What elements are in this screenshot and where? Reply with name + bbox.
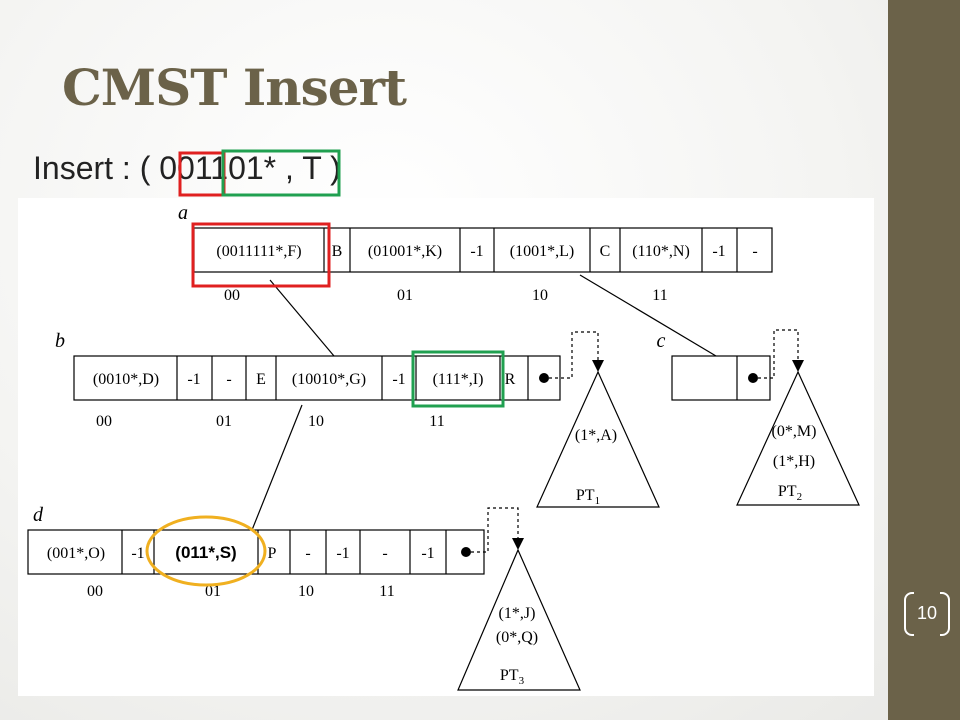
a-cell-8: - — [752, 243, 757, 260]
edge-a-c — [579, 274, 717, 357]
pt3-name: PT — [500, 667, 519, 684]
pt1-name: PT — [576, 487, 595, 504]
pt1-arrowhead — [592, 360, 604, 372]
c-pointer-dot — [748, 373, 758, 383]
node-b-green-box — [411, 350, 505, 408]
d-cell-0: (001*,O) — [47, 545, 105, 562]
patricia-trees — [457, 370, 860, 691]
node-label-c: c — [657, 330, 666, 352]
node-a-text: a (0011111*,F) B (01001*,K) -1 (1001*,L)… — [178, 202, 758, 304]
b-cell-7: R — [505, 371, 516, 388]
d-cell-4: - — [305, 545, 310, 562]
tree-text: (1*,A) PT1 (0*,M) (1*,H) PT2 (1*,J) (0*,… — [496, 423, 817, 687]
pt3-triangle — [457, 548, 581, 691]
d-cell-6: - — [382, 545, 387, 562]
node-a-red-box — [191, 222, 331, 288]
b-index-11: 11 — [429, 413, 444, 430]
arrowheads — [512, 360, 804, 550]
node-label-b: b — [55, 330, 65, 352]
b-index-10: 10 — [308, 413, 324, 430]
node-label-a: a — [178, 202, 188, 224]
d-cell-7: -1 — [421, 545, 434, 562]
b-cell-6: (111*,I) — [433, 371, 484, 388]
a-cell-4: (1001*,L) — [510, 243, 574, 260]
subtitle-red-box — [178, 151, 226, 197]
d-cell-1: -1 — [131, 545, 144, 562]
d-cell-3: P — [268, 545, 277, 562]
a-index-11: 11 — [652, 287, 667, 304]
pt2-entry-0: (0*,M) — [772, 423, 817, 440]
d-cell-5: -1 — [336, 545, 349, 562]
b-cell-4: (10010*,G) — [292, 371, 366, 388]
pt1-triangle — [536, 370, 660, 508]
pt1-subscript: 1 — [595, 495, 601, 507]
a-index-01: 01 — [397, 287, 413, 304]
subtitle-green-box — [221, 149, 341, 197]
node-d-highlight-ellipse — [145, 515, 267, 587]
pt2-triangle — [736, 370, 860, 506]
left-bracket — [904, 592, 914, 636]
node-b — [73, 355, 561, 401]
pt3-label: PT3 — [500, 667, 525, 687]
d-index-00: 00 — [87, 583, 103, 600]
b-cell-0: (0010*,D) — [93, 371, 159, 388]
b-to-pt1-pointer — [549, 331, 599, 379]
a-index-10: 10 — [532, 287, 548, 304]
a-cell-0: (0011111*,F) — [216, 243, 301, 260]
d-index-10: 10 — [298, 583, 314, 600]
node-b-text: b (0010*,D) -1 - E (10010*,G) -1 (111*,I… — [55, 330, 516, 430]
a-cell-3: -1 — [470, 243, 483, 260]
pt2-arrowhead — [792, 360, 804, 372]
b-index-00: 00 — [96, 413, 112, 430]
node-d-text: d (001*,O) -1 (011*,S) P - -1 - -1 00 01… — [33, 504, 435, 600]
a-cell-2: (01001*,K) — [368, 243, 442, 260]
pt1-entry-0: (1*,A) — [575, 427, 617, 444]
edge-a-b — [269, 279, 335, 357]
b-index-01: 01 — [216, 413, 232, 430]
pointer-arrows — [471, 329, 799, 553]
c-to-pt2-pointer — [758, 329, 799, 379]
diagram-canvas — [18, 198, 874, 696]
b-cell-1: -1 — [187, 371, 200, 388]
d-index-01: 01 — [205, 583, 221, 600]
pt2-name: PT — [778, 483, 797, 500]
d-cell-2: (011*,S) — [175, 543, 236, 562]
b-pointer-dot — [539, 373, 549, 383]
b-cell-2: - — [226, 371, 231, 388]
a-cell-1: B — [332, 243, 343, 260]
pt2-entry-1: (1*,H) — [773, 453, 815, 470]
edge-b-d — [251, 404, 303, 531]
d-pointer-dot — [461, 547, 471, 557]
a-cell-5: C — [600, 243, 611, 260]
b-cell-5: -1 — [392, 371, 405, 388]
slide-number-text: 10 — [916, 602, 938, 623]
pt3-entry-1: (0*,Q) — [496, 629, 538, 646]
a-index-00: 00 — [224, 287, 240, 304]
highlights — [145, 149, 505, 587]
node-label-d: d — [33, 504, 44, 526]
pt2-label: PT2 — [778, 483, 802, 503]
pt3-entry-0: (1*,J) — [499, 605, 536, 622]
slide-subtitle: Insert : ( 001101* , T ) — [33, 150, 341, 186]
pt2-subscript: 2 — [797, 491, 803, 503]
slide-title: CMST Insert — [62, 58, 407, 117]
a-cell-6: (110*,N) — [632, 243, 690, 260]
right-bracket — [940, 592, 950, 636]
node-b-box — [73, 355, 561, 401]
d-index-11: 11 — [379, 583, 394, 600]
pt3-subscript: 3 — [519, 675, 525, 687]
edges — [251, 274, 717, 531]
pt3-arrowhead — [512, 538, 524, 550]
b-cell-3: E — [256, 371, 266, 388]
slide-number: 10 — [904, 592, 950, 636]
a-cell-7: -1 — [712, 243, 725, 260]
pt1-label: PT1 — [576, 487, 600, 507]
d-to-pt3-pointer — [471, 507, 519, 553]
